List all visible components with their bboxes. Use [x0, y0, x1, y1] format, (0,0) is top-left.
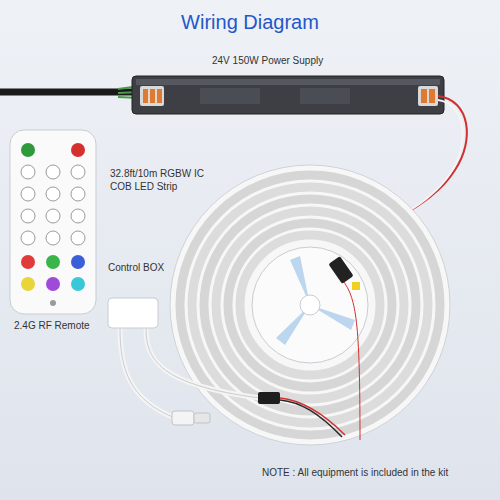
- part-label: Control BOX: [108, 262, 164, 275]
- note-text: NOTE : All equipment is included in the …: [262, 467, 448, 480]
- part-label: 24V 150W Power Supply: [212, 55, 323, 68]
- diagram-title: Wiring Diagram: [181, 10, 319, 35]
- part-label: 32.8ft/10m RGBW IC COB LED Strip: [110, 168, 218, 193]
- control-box: [108, 298, 345, 437]
- part-label: 2.4G RF Remote: [14, 320, 90, 333]
- mains-cable: [0, 86, 140, 98]
- rf-remote: [10, 130, 96, 314]
- power-supply: [132, 76, 444, 114]
- led-strip-reel: [170, 165, 450, 445]
